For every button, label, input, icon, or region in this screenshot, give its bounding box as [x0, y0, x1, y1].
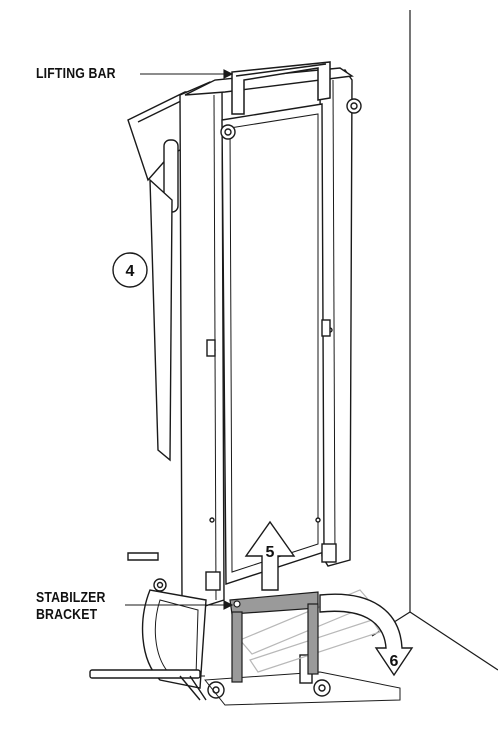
wall	[371, 10, 498, 671]
stabilizer-bracket	[229, 591, 319, 683]
leader-lines	[125, 69, 234, 610]
lifting-bar-label: LIFTING BAR	[36, 65, 116, 82]
stabilizer-bracket-label-line1: STABILZER	[36, 589, 106, 606]
stabilizer-bracket-label-line2: BRACKET	[36, 606, 98, 623]
lifting-bar	[231, 61, 331, 115]
step-6-arrow: 6	[319, 593, 414, 677]
deck-frame	[179, 67, 362, 607]
step-5-arrow: 5	[244, 520, 296, 591]
step-4-number: 4	[126, 263, 135, 280]
step-6-number: 6	[390, 653, 399, 670]
step-5-number: 5	[266, 544, 275, 561]
step-4-callout: 4	[112, 252, 148, 288]
